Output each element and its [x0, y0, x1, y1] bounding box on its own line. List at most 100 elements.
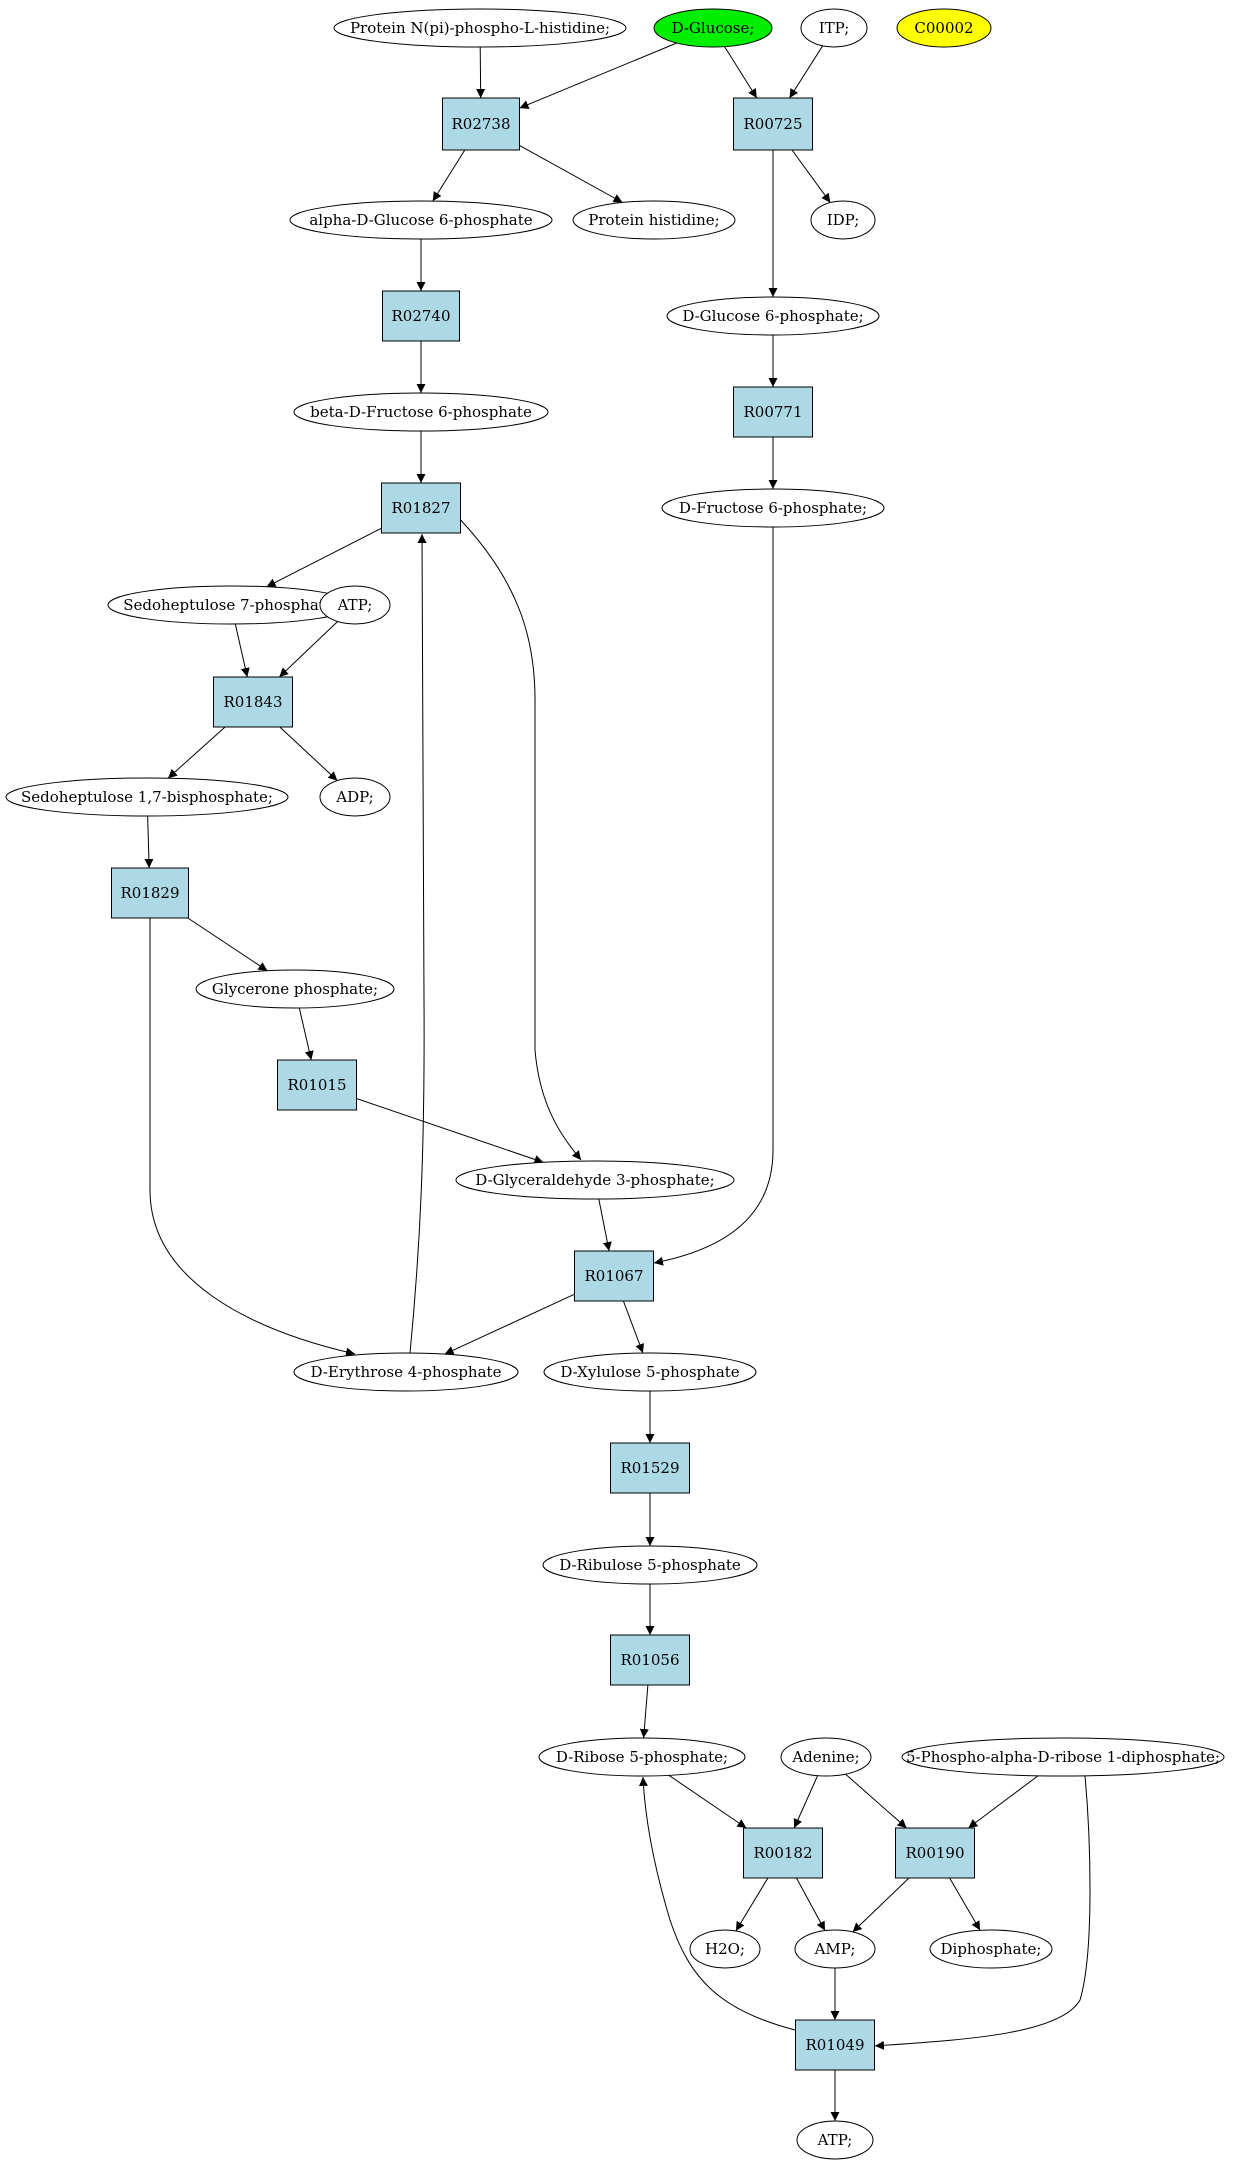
compound-ellipse [689, 1929, 761, 1969]
reaction-node-r01827: R01827 [381, 482, 461, 534]
compound-label: IDP; [827, 211, 860, 229]
compound-label: D-Glucose 6-phosphate; [682, 307, 863, 325]
reaction-node-r01049: R01049 [795, 2019, 875, 2071]
reaction-box [733, 386, 813, 438]
compound-node-d-glyceraldehyde-3-phosphate: D-Glyceraldehyde 3-phosphate; [455, 1160, 735, 1200]
compound-label: D-Ribose 5-phosphate; [556, 1748, 728, 1766]
edge-r01843-to-sedoheptulose-17-bisphosphate [167, 726, 226, 779]
compound-ellipse [542, 1545, 758, 1585]
compound-label: D-Ribulose 5-phosphate [559, 1556, 741, 1574]
reaction-box [895, 1827, 975, 1879]
compound-ellipse [901, 1737, 1225, 1777]
compound-label: Glycerone phosphate; [212, 980, 378, 998]
compound-label: Sedoheptulose 1,7-bisphosphate; [21, 788, 273, 806]
compound-node-beta-d-fructose-6-phosphate: beta-D-Fructose 6-phosphate [293, 392, 549, 432]
edge-adenine-to-r00182 [793, 1775, 819, 1829]
edge-prpp-to-r01049 [874, 1775, 1091, 2050]
compound-node-d-glucose: D-Glucose; [653, 8, 773, 48]
edges-layer [144, 42, 1091, 2121]
compound-node-adenine: Adenine; [780, 1737, 872, 1777]
reaction-box [442, 97, 520, 151]
edge-d-glucose-to-r02738 [519, 42, 677, 109]
edge-sedoheptulose-7-phosphate-to-r01843 [234, 623, 250, 678]
compound-label: AMP; [814, 1940, 856, 1958]
reaction-label: R01067 [584, 1267, 643, 1285]
compound-ellipse [333, 8, 627, 48]
edge-r00725-to-idp [791, 149, 831, 203]
compound-node-sedoheptulose-17-bisphosphate: Sedoheptulose 1,7-bisphosphate; [5, 777, 289, 817]
edge-adenine-to-r00190 [845, 1773, 907, 1829]
reaction-label: R01049 [805, 2036, 864, 2054]
reaction-label: R02740 [391, 307, 450, 325]
compound-label: Sedoheptulose 7-phosphate; [123, 596, 339, 614]
compound-node-alpha-d-glucose-6-phosphate: alpha-D-Glucose 6-phosphate [289, 200, 553, 240]
edge-r02738-to-protein-histidine [519, 144, 623, 203]
compound-ellipse [666, 296, 880, 336]
reaction-label: R01829 [120, 884, 179, 902]
compound-ellipse [319, 585, 391, 625]
compound-ellipse [572, 200, 736, 240]
edge-r01067-to-d-xylulose-5-phosphate [622, 1300, 644, 1354]
edge-r02738-to-alpha-d-glucose-6-phosphate [432, 149, 466, 202]
reaction-node-r02738: R02738 [442, 97, 520, 151]
compound-ellipse [319, 777, 391, 817]
edge-r01827-to-sedoheptulose-7-phosphate [266, 527, 382, 588]
compound-label: ATP; [817, 2131, 853, 2149]
compound-label: D-Glyceraldehyde 3-phosphate; [475, 1171, 714, 1189]
compound-ellipse [5, 777, 289, 817]
reaction-box [381, 482, 461, 534]
edge-itp-to-r00725 [789, 45, 824, 99]
compound-label: ATP; [337, 596, 373, 614]
compound-node-adp: ADP; [319, 777, 391, 817]
compound-label: D-Xylulose 5-phosphate [560, 1363, 739, 1381]
compound-ellipse [293, 1352, 519, 1392]
edge-r00190-to-diphosphate [949, 1877, 981, 1931]
reaction-label: R00190 [905, 1844, 964, 1862]
compound-node-c00002: C00002 [896, 8, 992, 48]
compound-label: beta-D-Fructose 6-phosphate [310, 403, 532, 421]
compound-ellipse [896, 8, 992, 48]
compound-label: H2O; [705, 1940, 745, 1958]
compound-ellipse [455, 1160, 735, 1200]
compound-node-h2o: H2O; [689, 1929, 761, 1969]
compound-ellipse [543, 1352, 757, 1392]
compound-label: ADP; [335, 788, 373, 806]
compound-node-itp: ITP; [800, 8, 868, 48]
edge-atp-top-to-r01843 [278, 621, 338, 678]
compound-ellipse [929, 1929, 1053, 1969]
edge-protein-npi-phospho-l-histidine-to-r02738 [476, 46, 486, 99]
reaction-label: R00725 [743, 115, 802, 133]
reaction-label: R00771 [743, 403, 802, 421]
reaction-box [610, 1442, 690, 1494]
compound-label: Diphosphate; [941, 1940, 1042, 1958]
compound-label: C00002 [914, 19, 973, 37]
compound-node-atp-top: ATP; [319, 585, 391, 625]
edge-r00182-to-h2o [735, 1877, 769, 1932]
reaction-box [213, 676, 293, 728]
nodes-layer: Protein N(pi)-phospho-L-histidine;D-Gluc… [5, 8, 1225, 2160]
reaction-box [743, 1827, 823, 1879]
compound-node-d-erythrose-4-phosphate: D-Erythrose 4-phosphate [293, 1352, 519, 1392]
compound-node-amp: AMP; [794, 1929, 876, 1969]
edge-r01056-to-d-ribose-5-phosphate [639, 1684, 649, 1739]
compound-label: 5-Phospho-alpha-D-ribose 1-diphosphate; [906, 1748, 1220, 1766]
reaction-box [610, 1634, 690, 1686]
reaction-label: R01015 [287, 1076, 346, 1094]
compound-node-sedoheptulose-7-phosphate: Sedoheptulose 7-phosphate; [107, 585, 355, 625]
reaction-box [277, 1059, 357, 1111]
compound-node-d-ribulose-5-phosphate: D-Ribulose 5-phosphate [542, 1545, 758, 1585]
compound-node-idp: IDP; [810, 200, 876, 240]
compound-label: D-Erythrose 4-phosphate [311, 1363, 502, 1381]
reaction-node-r01829: R01829 [111, 867, 189, 919]
edge-r00190-to-amp [852, 1877, 910, 1933]
compound-node-atp-bottom: ATP; [796, 2120, 874, 2160]
compound-ellipse [780, 1737, 872, 1777]
edge-r01049-to-d-ribose-5-phosphate [638, 1776, 796, 2031]
compound-ellipse [800, 8, 868, 48]
compound-node-prpp: 5-Phospho-alpha-D-ribose 1-diphosphate; [901, 1737, 1225, 1777]
reaction-box [574, 1250, 654, 1302]
edge-r01829-to-d-erythrose-4-phosphate [149, 918, 356, 1357]
edge-d-fructose-6-phosphate-to-r01067 [653, 527, 774, 1266]
compound-ellipse [653, 8, 773, 48]
edge-d-glucose-to-r00725 [724, 46, 758, 99]
